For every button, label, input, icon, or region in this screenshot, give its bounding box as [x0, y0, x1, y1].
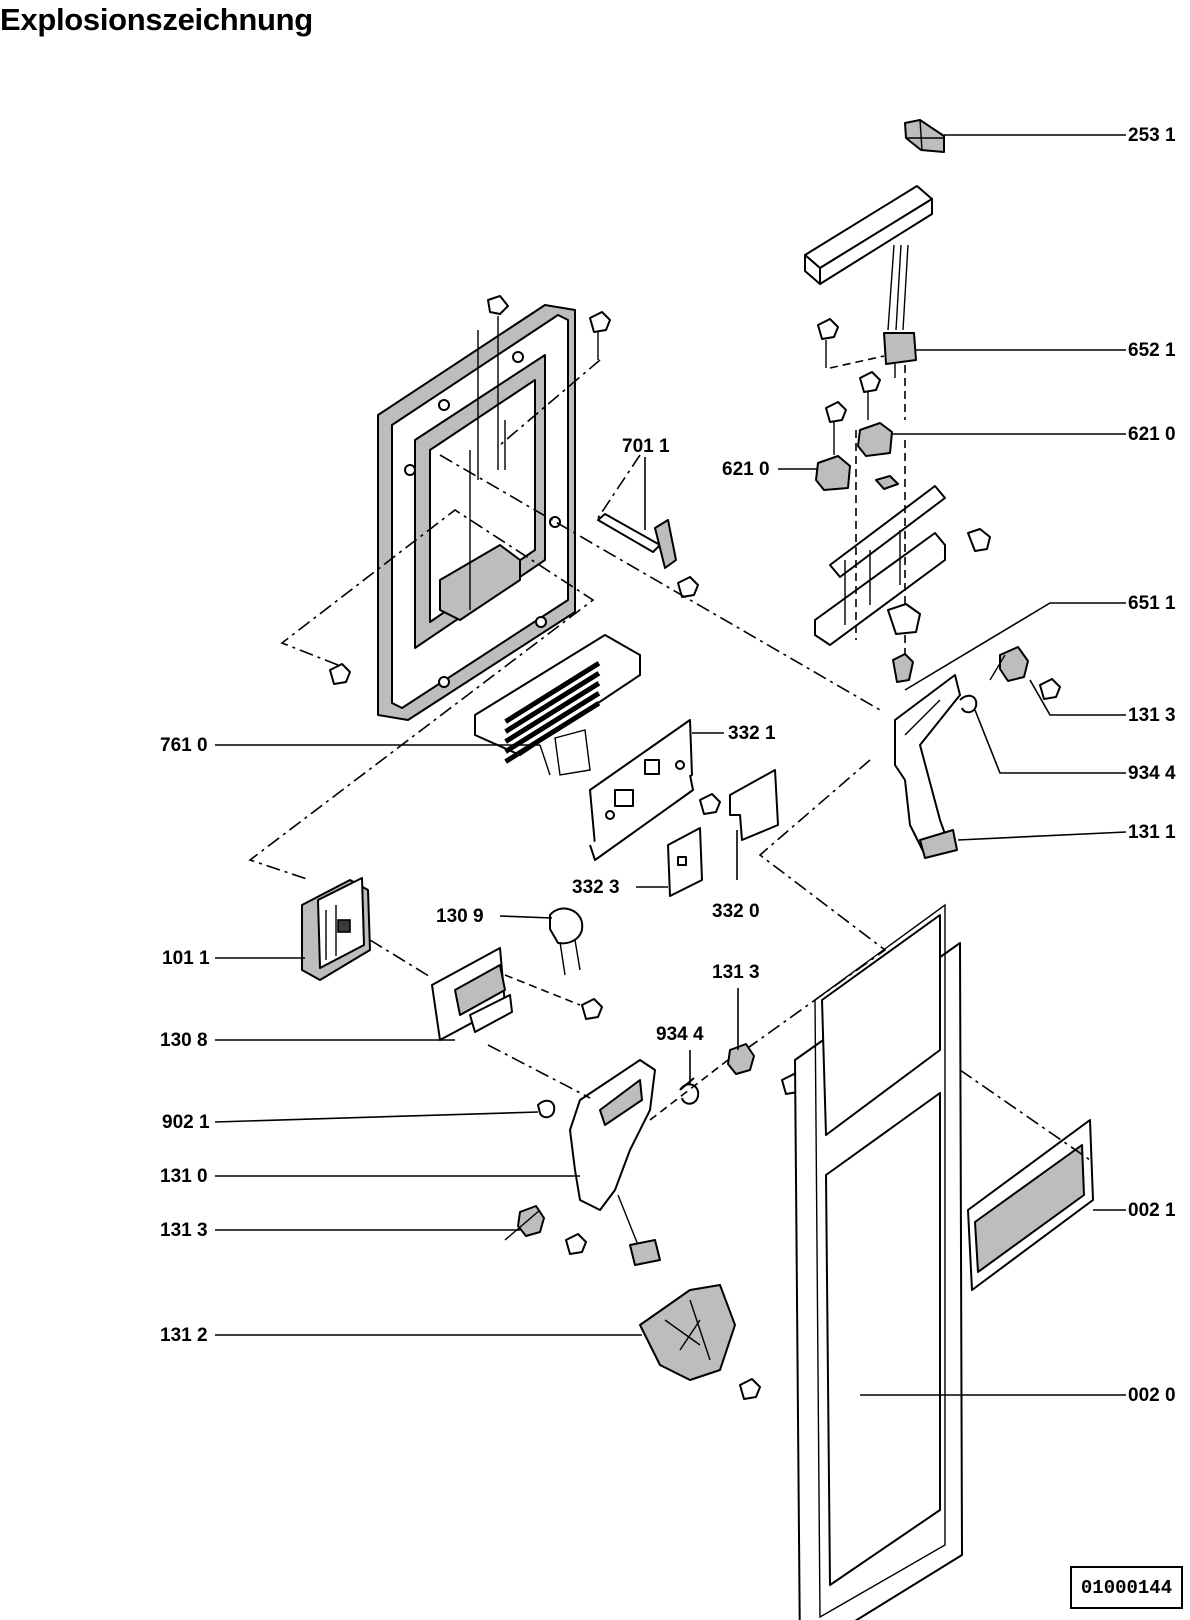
callout-9344-right: 934 4	[1128, 763, 1176, 784]
callout-1313-middle: 131 3	[712, 962, 760, 983]
callout-7610: 761 0	[160, 735, 208, 756]
document-number-box: 01000144	[1070, 1566, 1183, 1609]
callout-1312: 131 2	[160, 1325, 208, 1346]
part-rod-7011	[597, 454, 699, 598]
guide-lines-housing	[248, 359, 887, 1056]
part-panel-1011	[301, 877, 433, 981]
callout-3323: 332 3	[572, 877, 620, 898]
callout-1011: 101 1	[162, 948, 210, 969]
callout-1310: 131 0	[160, 1166, 208, 1187]
callout-6210-right: 621 0	[1128, 424, 1176, 445]
part-door-panel-0020	[794, 903, 963, 1620]
callout-9344-middle: 934 4	[656, 1024, 704, 1045]
callout-3320: 332 0	[712, 901, 760, 922]
callout-6511: 651 1	[1128, 593, 1176, 614]
part-housing-frame	[329, 295, 611, 721]
callout-1313-right: 131 3	[1128, 705, 1176, 726]
callout-labels: 253 1 652 1 621 0 621 0 701 1 651 1 131 …	[160, 125, 1176, 1406]
callout-1308: 130 8	[160, 1030, 208, 1051]
part-clip-2531	[904, 119, 945, 153]
callout-9021: 902 1	[162, 1112, 210, 1133]
part-switch-6521	[817, 244, 917, 420]
part-relays-6210	[815, 371, 899, 491]
part-bracket-1308-1309	[431, 907, 603, 1041]
part-lever-1311	[894, 646, 1061, 859]
callout-1309: 130 9	[436, 906, 484, 927]
part-glass-panel-0021	[959, 1069, 1094, 1291]
callout-0021: 002 1	[1128, 1200, 1176, 1221]
callout-2531: 253 1	[1128, 125, 1176, 146]
part-relay-bracket	[814, 430, 991, 683]
part-lever-1310	[487, 1044, 661, 1266]
leader-lines	[214, 134, 1127, 1396]
part-cup-1312	[639, 1284, 761, 1400]
callout-1313-lower: 131 3	[160, 1220, 208, 1241]
part-plate-3321	[589, 719, 721, 861]
callout-6521: 652 1	[1128, 340, 1176, 361]
part-plates-3323-3320	[667, 769, 779, 897]
part-spring-9344-middle	[649, 1043, 803, 1121]
callout-6210-left: 621 0	[722, 459, 770, 480]
diagram-title: Explosionszeichnung	[0, 2, 313, 37]
callout-7011: 701 1	[622, 436, 670, 457]
part-channel-bar	[804, 185, 933, 285]
callout-3321: 332 1	[728, 723, 776, 744]
callout-0020: 002 0	[1128, 1385, 1176, 1406]
document-number: 01000144	[1080, 1576, 1173, 1599]
callout-1311: 131 1	[1128, 822, 1176, 843]
part-grille-7610	[474, 634, 641, 776]
part-clip-1313-lower	[504, 1205, 587, 1255]
